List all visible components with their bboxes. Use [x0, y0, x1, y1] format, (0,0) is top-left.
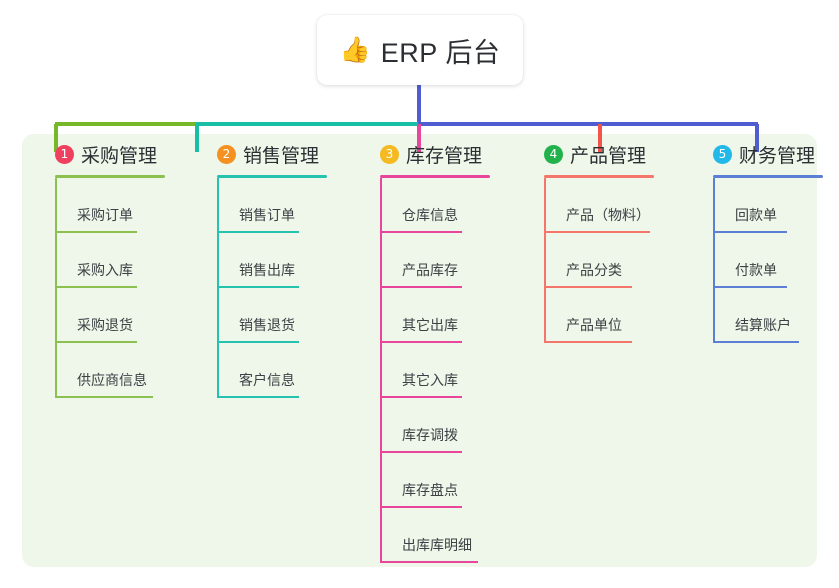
leaf-item-underline	[544, 231, 650, 233]
leaf-item[interactable]: 库存盘点	[380, 453, 472, 508]
leaf-item-underline	[713, 341, 799, 343]
leaf-item-label: 其它入库	[402, 372, 458, 388]
leaf-item-label: 付款单	[735, 262, 777, 278]
column-title: 采购管理	[81, 145, 158, 167]
leaf-item[interactable]: 采购退货	[55, 288, 147, 343]
leaf-item-underline	[55, 341, 137, 343]
leaf-item-label: 其它出库	[402, 317, 458, 333]
leaf-item-label: 采购退货	[77, 317, 133, 333]
leaf-item-underline	[380, 561, 478, 563]
leaf-item-underline	[713, 231, 787, 233]
leaf-item-label: 产品分类	[566, 262, 622, 278]
leaf-item[interactable]: 出库库明细	[380, 508, 488, 563]
leaf-item-label: 产品单位	[566, 317, 622, 333]
column-header-5[interactable]: 5 财务管理	[693, 140, 823, 178]
column-spine	[544, 178, 546, 343]
column-header-1[interactable]: 1 采购管理	[35, 140, 165, 178]
column-spine	[55, 178, 57, 398]
column-4: 4 产品管理产品（物料） 产品分类产品单位	[524, 140, 654, 343]
leaf-item[interactable]: 客户信息	[217, 343, 309, 398]
leaf-item[interactable]: 其它入库	[380, 343, 472, 398]
leaf-item[interactable]: 结算账户	[713, 288, 809, 343]
leaf-item-label: 供应商信息	[77, 372, 147, 388]
column-3: 3 库存管理仓库信息产品库存其它出库其它入库库存调拨库存盘点出库库明细	[360, 140, 490, 563]
leaf-item-label: 销售退货	[239, 317, 295, 333]
leaf-item-underline	[217, 341, 299, 343]
leaf-item[interactable]: 采购入库	[55, 233, 147, 288]
column-title: 库存管理	[406, 145, 483, 167]
leaf-item-underline	[380, 396, 462, 398]
leaf-item[interactable]: 仓库信息	[380, 178, 472, 233]
leaf-item-underline	[713, 286, 787, 288]
column-header-underline	[544, 175, 654, 178]
leaf-item-underline	[217, 286, 299, 288]
leaf-item-label: 结算账户	[735, 317, 791, 333]
leaf-item[interactable]: 采购订单	[55, 178, 147, 233]
leaf-item-underline	[55, 396, 153, 398]
column-header-underline	[713, 175, 823, 178]
column-header-4[interactable]: 4 产品管理	[524, 140, 654, 178]
leaf-item-underline	[380, 231, 462, 233]
leaf-item-label: 销售出库	[239, 262, 295, 278]
leaf-item[interactable]: 付款单	[713, 233, 797, 288]
leaf-item-label: 出库库明细	[402, 537, 472, 553]
leaf-item-label: 产品库存	[402, 262, 458, 278]
column-badge-icon: 5	[713, 144, 732, 164]
leaf-item-underline	[55, 286, 137, 288]
leaf-item-label: 仓库信息	[402, 207, 458, 223]
column-header-underline	[217, 175, 327, 178]
leaf-item-underline	[55, 231, 137, 233]
leaf-item-underline	[544, 341, 632, 343]
leaf-item[interactable]: 销售出库	[217, 233, 309, 288]
leaf-item-label: 客户信息	[239, 372, 295, 388]
content-panel	[22, 134, 817, 567]
root-node[interactable]: 👍 ERP 后台	[317, 15, 523, 85]
leaf-item[interactable]: 回款单	[713, 178, 797, 233]
column-header-underline	[380, 175, 490, 178]
leaf-item-underline	[380, 341, 462, 343]
column-spine	[217, 178, 219, 398]
root-title: ERP 后台	[380, 37, 501, 68]
column-title: 财务管理	[739, 145, 816, 167]
leaf-item-underline	[217, 396, 299, 398]
column-spine	[713, 178, 715, 343]
column-header-2[interactable]: 2 销售管理	[197, 140, 327, 178]
leaf-item[interactable]: 销售退货	[217, 288, 309, 343]
leaf-item-label: 回款单	[735, 207, 777, 223]
thumbs-up-icon: 👍	[339, 35, 371, 64]
leaf-item-underline	[380, 451, 462, 453]
leaf-item-label: 销售订单	[239, 207, 295, 223]
leaf-item-label: 采购订单	[77, 207, 133, 223]
leaf-item-label: 库存盘点	[402, 482, 458, 498]
leaf-item[interactable]: 产品单位	[544, 288, 642, 343]
leaf-item[interactable]: 产品库存	[380, 233, 472, 288]
leaf-item-underline	[217, 231, 299, 233]
leaf-item-label: 库存调拨	[402, 427, 458, 443]
column-header-3[interactable]: 3 库存管理	[360, 140, 490, 178]
leaf-item[interactable]: 销售订单	[217, 178, 309, 233]
column-5: 5 财务管理回款单付款单结算账户	[693, 140, 823, 343]
column-header-underline	[55, 175, 165, 178]
column-1: 1 采购管理采购订单采购入库采购退货供应商信息	[35, 140, 165, 398]
leaf-item[interactable]: 库存调拨	[380, 398, 472, 453]
column-title: 产品管理	[570, 145, 647, 167]
leaf-item[interactable]: 产品（物料）	[544, 178, 660, 233]
column-title: 销售管理	[243, 145, 320, 167]
leaf-item-underline	[544, 286, 632, 288]
column-badge-icon: 4	[544, 144, 563, 164]
leaf-item[interactable]: 其它出库	[380, 288, 472, 343]
leaf-item-underline	[380, 506, 462, 508]
column-badge-icon: 1	[55, 144, 74, 164]
leaf-item[interactable]: 产品分类	[544, 233, 642, 288]
column-2: 2 销售管理销售订单销售出库销售退货客户信息	[197, 140, 327, 398]
column-badge-icon: 3	[380, 144, 399, 164]
leaf-item-label: 产品（物料）	[566, 207, 650, 223]
leaf-item-label: 采购入库	[77, 262, 133, 278]
column-badge-icon: 2	[217, 144, 236, 164]
leaf-item[interactable]: 供应商信息	[55, 343, 163, 398]
column-spine	[380, 178, 382, 563]
leaf-item-underline	[380, 286, 462, 288]
